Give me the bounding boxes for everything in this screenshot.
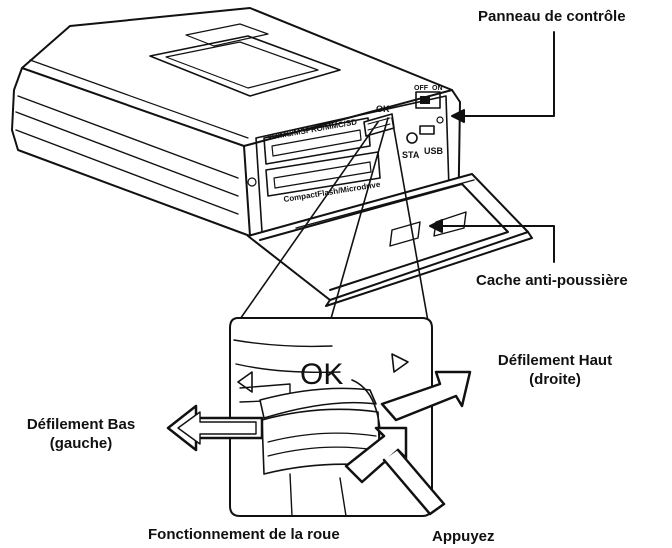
scroll-down-label-line1: Défilement Bas [26,416,136,433]
scroll-up-label: Défilement Haut (droite) [478,351,632,389]
usb-marking: USB [424,146,444,156]
dust-cover [247,173,533,307]
zoom-ok-marking: OK [300,358,343,391]
scroll-up-label-line2: (droite) [529,371,581,388]
sta-marking: STA [402,150,420,160]
press-arrow [344,426,446,516]
scroll-down-label-line2: (gauche) [49,435,113,452]
ok-marking: OK [376,104,390,114]
control-panel-label: Panneau de contrôle [478,8,626,25]
dust-cover-label: Cache anti-poussière [476,272,628,289]
zoom-leader-lines [237,117,433,345]
off-marking: OFF [414,85,429,92]
wheel-operation-caption: Fonctionnement de la roue [148,526,340,543]
label-pointers [429,31,555,263]
wheel-zoom-detail [229,317,433,517]
scroll-down-label: Défilement Bas (gauche) [6,415,156,453]
scroll-up-label-line1: Défilement Haut [497,352,613,369]
scroll-up-arrow [380,370,472,422]
scroll-down-arrow [166,404,264,452]
press-label: Appuyez [432,528,495,545]
on-marking: ON [432,85,443,92]
